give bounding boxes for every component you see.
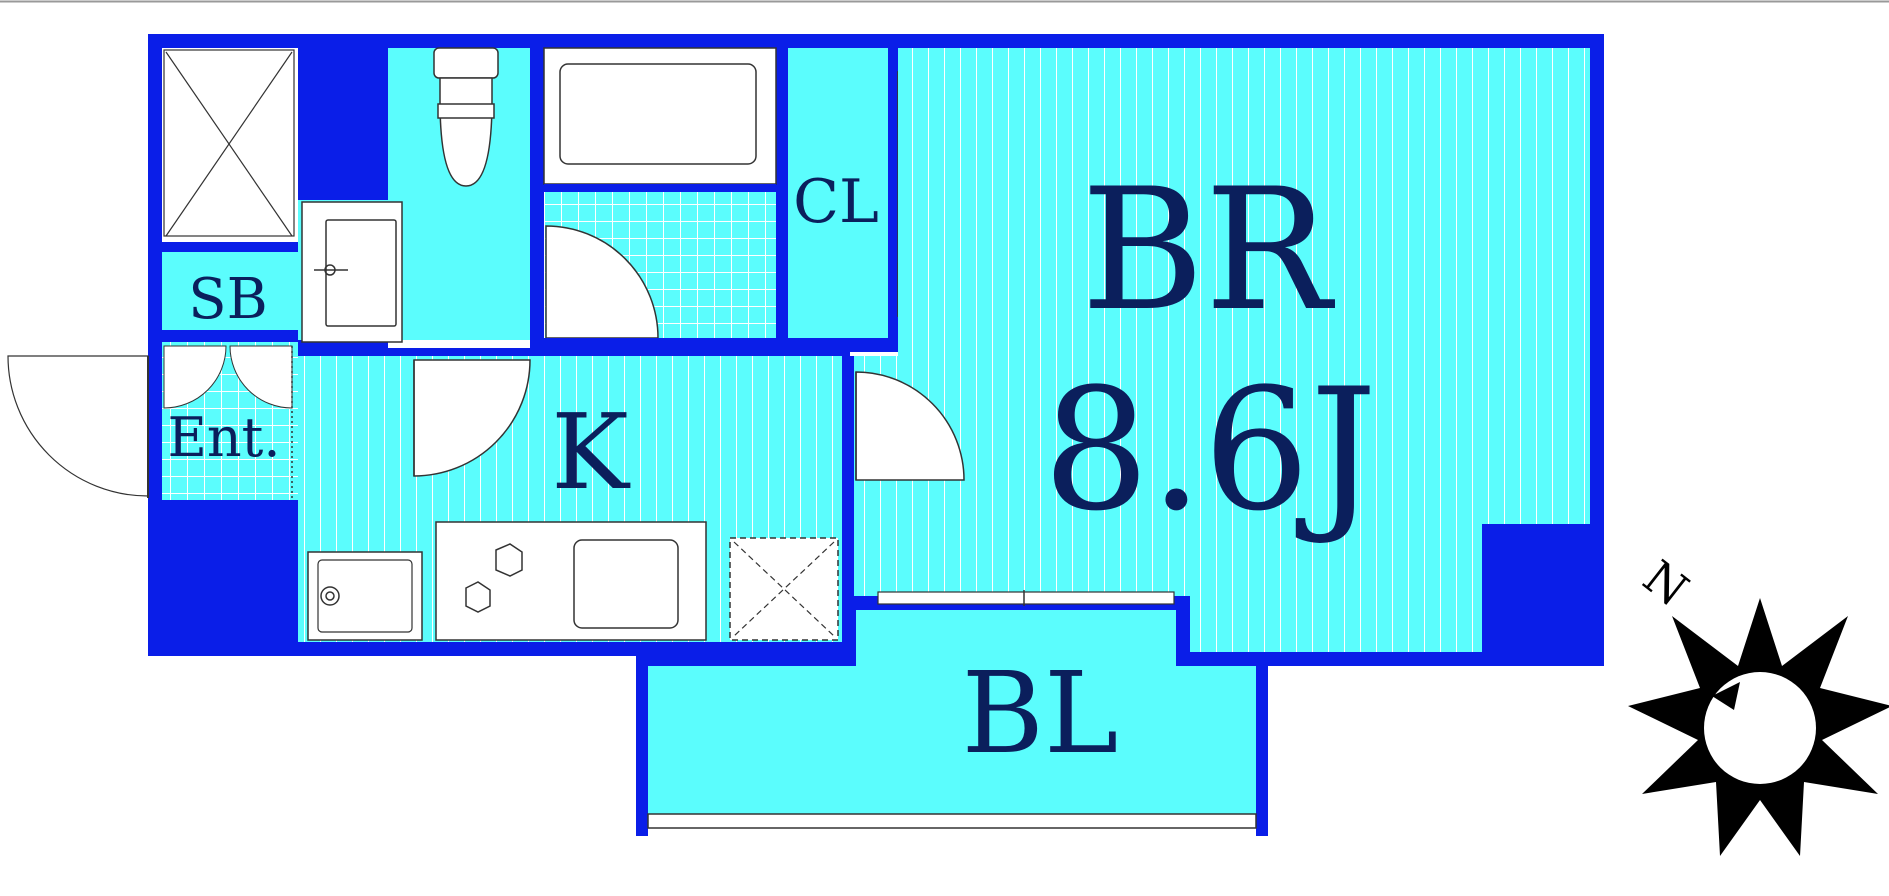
- entrance-area: [0, 342, 298, 500]
- washing-machine: [307, 551, 423, 641]
- north-label: N: [1633, 550, 1698, 617]
- entrance-label: Ent.: [167, 406, 280, 469]
- kitchen: K: [298, 348, 854, 642]
- shoe-box-area: [162, 48, 298, 342]
- closet-label: CL: [793, 167, 879, 237]
- closet: CL: [530, 48, 948, 352]
- wall-toilet-bath: [530, 48, 544, 360]
- wall-bath-closet: [776, 48, 788, 348]
- wall-closet-bedroom: [888, 48, 898, 348]
- balcony-label: BL: [962, 649, 1119, 779]
- balcony: BL: [636, 610, 1268, 836]
- toilet: [433, 47, 499, 187]
- north-arrow-sun-icon: N: [1628, 550, 1889, 856]
- bedroom-label: BR: [1081, 152, 1335, 348]
- bathroom: [543, 47, 777, 344]
- shoe-box-label: SB: [188, 267, 268, 332]
- refrigerator-space: [729, 537, 839, 641]
- kitchen-label: K: [551, 391, 631, 513]
- kitchen-counter: [435, 521, 707, 641]
- bedroom-size: 8.6J: [1043, 352, 1378, 548]
- bedroom: BR 8.6J: [854, 48, 1590, 652]
